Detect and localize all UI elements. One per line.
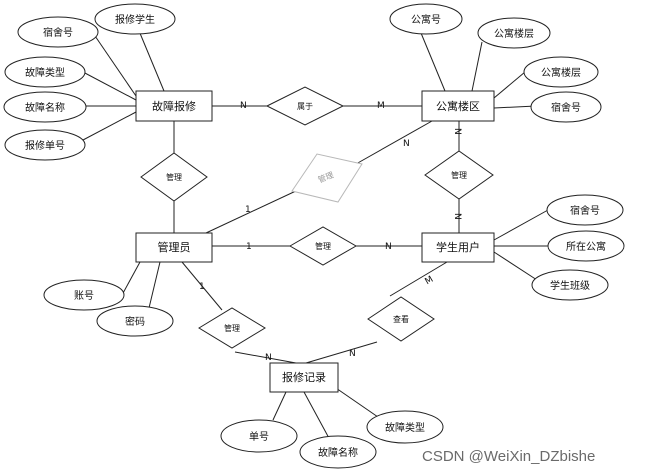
attr-student-class-label: 学生班级	[550, 279, 590, 292]
line-building-floor2	[493, 71, 526, 99]
line-fault-no	[82, 111, 137, 141]
connection-lines	[82, 25, 549, 441]
attr-admin-account-label: 账号	[74, 290, 94, 302]
card-manage-building-building: N	[403, 139, 410, 149]
line-admin-manage-record	[181, 261, 223, 311]
relationship-manage-admin-student-label: 管理	[315, 241, 331, 251]
attr-fault-order-no: 报修单号	[4, 129, 86, 161]
line-admin-manage-building	[205, 189, 299, 234]
entity-student-user-label: 学生用户	[436, 240, 480, 254]
card-query-record: N	[349, 349, 356, 359]
attr-record-fault-type: 故障类型	[366, 410, 444, 444]
card-fault-belongs: N	[240, 101, 247, 111]
relationship-manage-admin-record-label: 管理	[224, 323, 240, 333]
attr-fault-name-label: 故障名称	[25, 101, 65, 114]
attr-admin-password: 密码	[96, 305, 174, 337]
line-building-dorm	[493, 105, 537, 109]
line-admin-account	[121, 261, 141, 296]
relationship-manage-admin-fault-label: 管理	[166, 172, 182, 182]
line-student-dorm	[493, 209, 549, 241]
entity-apartment-building: 公寓楼区	[421, 90, 495, 122]
entity-student-user: 学生用户	[421, 232, 495, 263]
relationship-manage-building-student: 管理	[424, 150, 494, 200]
entity-repair-record: 报修记录	[269, 362, 339, 393]
line-record-type	[332, 385, 379, 418]
attr-building-floor-2: 公寓楼层	[523, 56, 599, 88]
card-manage-record-record: N	[265, 353, 272, 363]
attr-fault-dorm-no-label: 宿舍号	[43, 26, 73, 39]
attr-record-fault-name: 故障名称	[299, 435, 377, 469]
relationship-query: 查看	[367, 296, 435, 342]
relationship-belongs-to: 属于	[265, 86, 345, 126]
attr-student-class: 学生班级	[531, 269, 609, 301]
entity-fault-repair-label: 故障报修	[152, 99, 196, 113]
attr-building-no: 公寓号	[389, 3, 463, 35]
attr-fault-type: 故障类型	[4, 56, 86, 88]
line-fault-student	[136, 25, 165, 92]
attr-record-no-label: 单号	[249, 431, 269, 443]
attr-admin-password-label: 密码	[125, 315, 145, 328]
attr-fault-dorm-no: 宿舍号	[17, 16, 99, 48]
relationship-belongs-to-label: 属于	[297, 102, 313, 111]
line-record-no	[272, 391, 287, 421]
line-fault-type	[82, 71, 137, 101]
attr-record-no: 单号	[220, 419, 298, 453]
line-manage-record-record	[234, 351, 297, 364]
relationship-manage-building-student-label: 管理	[451, 170, 467, 180]
relationship-manage-admin-record: 管理	[198, 307, 266, 349]
attr-student-apartment: 所在公寓	[547, 230, 625, 262]
line-building-floor1	[471, 41, 483, 92]
attr-building-floor-1: 公寓楼层	[477, 17, 551, 49]
attr-building-floor-1-label: 公寓楼层	[494, 27, 534, 40]
attr-building-dorm-no: 宿舍号	[530, 91, 602, 123]
cardinality-labels: N M N N 1 N 1 N 1 N M N	[199, 101, 462, 363]
entity-admin-label: 管理员	[158, 240, 191, 254]
card-student-query: M	[424, 275, 436, 288]
entity-admin: 管理员	[135, 232, 213, 263]
attr-fault-name: 故障名称	[3, 91, 87, 123]
line-student-class	[493, 251, 538, 281]
entity-fault-repair: 故障报修	[135, 90, 213, 122]
attr-student-dorm-no-label: 宿舍号	[570, 204, 600, 217]
line-fault-dorm	[92, 32, 137, 97]
attr-building-no-label: 公寓号	[411, 13, 441, 26]
line-admin-password	[148, 261, 161, 309]
entity-apartment-building-label: 公寓楼区	[436, 99, 480, 113]
watermark: CSDN @WeiXin_DZbishe	[422, 448, 595, 465]
line-building-no	[420, 32, 446, 92]
attr-admin-account: 账号	[43, 279, 125, 311]
relationship-manage-admin-building: 管理	[291, 153, 363, 203]
relationship-manage-admin-student: 管理	[288, 226, 358, 266]
attr-record-fault-name-label: 故障名称	[318, 446, 358, 459]
entity-repair-record-label: 报修记录	[282, 370, 326, 384]
card-admin-manage-record: 1	[199, 282, 205, 292]
line-record-name	[303, 391, 331, 441]
relationship-manage-admin-fault: 管理	[140, 152, 208, 202]
relationship-query-label: 查看	[393, 314, 409, 324]
attr-fault-student-label: 报修学生	[115, 13, 155, 26]
attr-student-dorm-no: 宿舍号	[546, 194, 624, 226]
card-admin-manage-building: 1	[245, 205, 251, 215]
card-belongs-building: M	[377, 101, 385, 111]
attr-building-dorm-no-label: 宿舍号	[551, 101, 581, 114]
attr-fault-student: 报修学生	[94, 3, 176, 35]
line-student-query	[389, 261, 448, 297]
card-manage-student: N	[452, 213, 462, 220]
card-manage-student-student: N	[385, 242, 392, 252]
card-admin-manage-student: 1	[246, 242, 252, 252]
attr-fault-type-label: 故障类型	[25, 66, 65, 79]
attr-building-floor-2-label: 公寓楼层	[541, 66, 581, 79]
line-query-record	[305, 341, 378, 364]
attr-student-apartment-label: 所在公寓	[566, 240, 606, 253]
attr-fault-order-no-label: 报修单号	[25, 139, 65, 152]
card-building-manage: N	[452, 128, 462, 135]
line-manage-building-building	[355, 120, 433, 165]
attr-record-fault-type-label: 故障类型	[385, 421, 425, 434]
